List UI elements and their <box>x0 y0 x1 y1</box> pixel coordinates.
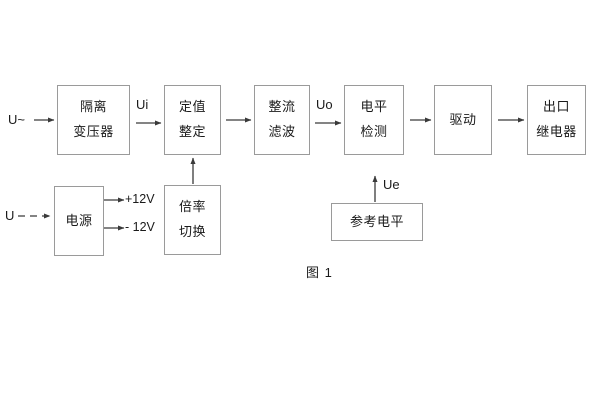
label-input-dc: U <box>5 208 15 223</box>
block-isolation-transformer: 隔离 变压器 <box>57 85 130 155</box>
block-multiplier-switch: 倍率 切换 <box>164 185 221 255</box>
block-line: 继电器 <box>536 124 577 139</box>
block-setting-value: 定值 整定 <box>164 85 221 155</box>
block-line: 定值 <box>178 99 206 115</box>
block-line: 电源 <box>65 212 93 228</box>
block-line: 参考电平 <box>349 213 404 229</box>
block-line: 驱动 <box>449 111 477 127</box>
block-power-supply: 电源 <box>54 186 104 256</box>
block-drive: 驱动 <box>434 85 492 155</box>
block-line: 隔离 <box>79 99 107 115</box>
block-line: 倍率 <box>178 199 206 215</box>
label-input-ac: U~ <box>8 112 25 127</box>
block-line: 检测 <box>360 124 388 139</box>
block-reference-level: 参考电平 <box>331 203 423 241</box>
label-ui: Ui <box>136 97 149 112</box>
label-rail-positive: +12V <box>125 192 155 206</box>
label-rail-negative: - 12V <box>125 220 155 234</box>
block-output-relay: 出口 继电器 <box>527 85 586 155</box>
label-ue: Ue <box>383 177 400 192</box>
block-line: 变压器 <box>73 124 114 139</box>
block-line: 滤波 <box>268 124 296 139</box>
block-level-detection: 电平 检测 <box>344 85 404 155</box>
block-line: 电平 <box>360 99 388 115</box>
block-line: 整定 <box>178 124 206 139</box>
block-line: 切换 <box>178 224 206 239</box>
block-line: 整流 <box>268 99 296 115</box>
label-uo: Uo <box>316 97 333 112</box>
block-rectify-filter: 整流 滤波 <box>254 85 310 155</box>
block-line: 出口 <box>542 99 570 115</box>
figure-caption: 图 1 <box>306 265 333 280</box>
